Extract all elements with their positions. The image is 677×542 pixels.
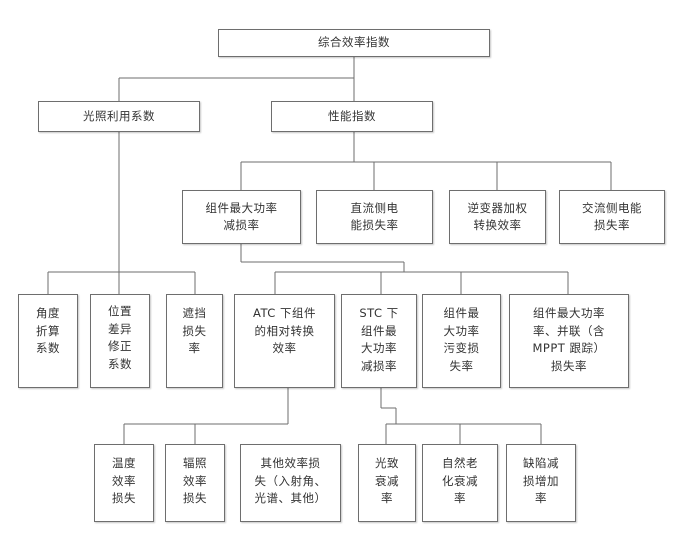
node-inverter-efficiency: 逆变器加权 转换效率	[449, 190, 546, 244]
node-mppt-loss: 组件最大功率 率、并联（含 MPPT 跟踪） 损失率	[509, 294, 629, 388]
node-ac-side-loss: 交流侧电能 损失率	[559, 190, 665, 244]
node-natural-aging: 自然老 化衰减 率	[422, 444, 498, 522]
node-performance-index: 性能指数	[271, 101, 433, 132]
node-temperature-loss: 温度 效率 损失	[94, 444, 154, 522]
node-shading-loss: 遮挡 损失 率	[166, 294, 223, 388]
node-other-efficiency-loss: 其他效率损 失（入射角、 光谱、其他）	[240, 444, 341, 522]
node-stc-max-power-loss: STC 下 组件最 大功率 减损率	[341, 294, 417, 388]
node-dc-side-loss: 直流侧电 能损失率	[316, 190, 433, 244]
node-module-max-power-loss: 组件最大功率 减损率	[182, 190, 301, 244]
node-position-correction: 位置 差异 修正 系数	[90, 294, 150, 388]
node-angle-coefficient: 角度 折算 系数	[18, 294, 78, 388]
node-atc-relative-efficiency: ATC 下组件 的相对转换 效率	[234, 294, 335, 388]
node-root: 综合效率指数	[218, 29, 490, 57]
node-light-induced-degradation: 光致 衰减 率	[358, 444, 416, 522]
node-pollution-loss: 组件最 大功率 污变损 失率	[422, 294, 501, 388]
node-defect-loss: 缺陷减 损增加 率	[506, 444, 576, 522]
node-light-utilization: 光照利用系数	[38, 101, 200, 132]
node-irradiance-loss: 辐照 效率 损失	[165, 444, 225, 522]
